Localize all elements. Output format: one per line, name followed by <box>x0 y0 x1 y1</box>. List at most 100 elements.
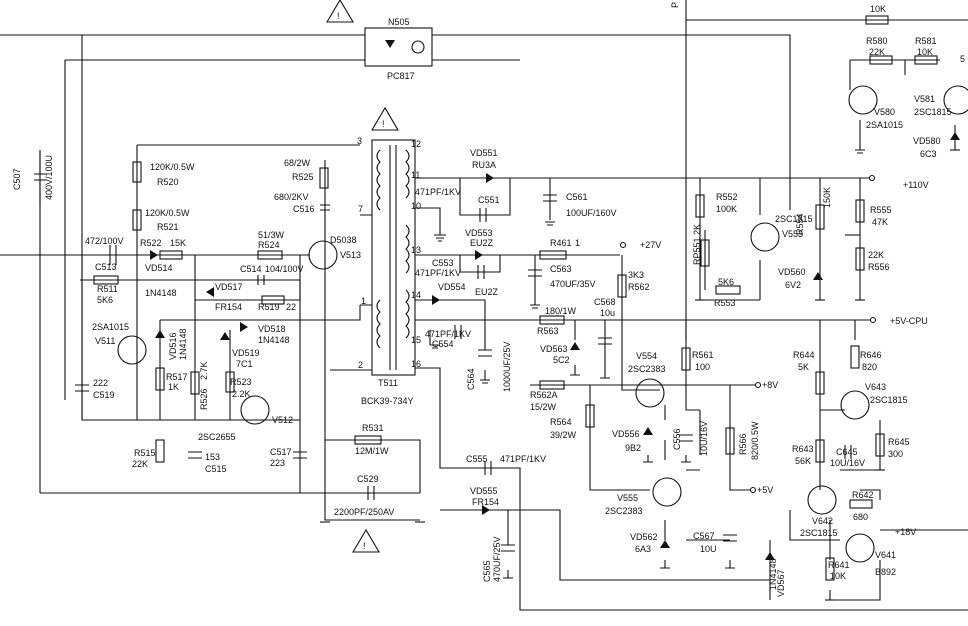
svg-text:C551: C551 <box>478 195 500 205</box>
svg-text:R531: R531 <box>362 423 384 433</box>
warning-icon: ! <box>352 528 380 553</box>
transistors <box>117 85 968 563</box>
svg-text:1N4148: 1N4148 <box>768 558 778 590</box>
svg-text:V642: V642 <box>812 516 833 526</box>
svg-text:RP551: RP551 <box>692 237 702 265</box>
svg-text:1N4148: 1N4148 <box>178 328 188 360</box>
resistor-R641 <box>825 557 835 581</box>
resistor-10K <box>865 15 889 25</box>
svg-text:VD554: VD554 <box>438 282 466 292</box>
svg-text:VD580: VD580 <box>913 136 941 146</box>
svg-text:R554: R554 <box>795 213 805 235</box>
svg-text:104/100V: 104/100V <box>265 264 304 274</box>
svg-text:51/3W: 51/3W <box>258 230 285 240</box>
svg-text:V513: V513 <box>340 250 361 260</box>
resistor-R517 <box>155 367 165 391</box>
capacitor-C561 <box>543 194 557 202</box>
transistor-V580 <box>848 85 878 115</box>
svg-text:2SA1015: 2SA1015 <box>92 322 129 332</box>
svg-text:VD567: VD567 <box>776 569 786 597</box>
svg-text:R646: R646 <box>860 350 882 360</box>
svg-text:471PF/1KV: 471PF/1KV <box>425 329 471 339</box>
svg-text:2: 2 <box>358 360 363 370</box>
svg-text:13: 13 <box>411 245 421 255</box>
resistor-R556 <box>855 247 865 271</box>
resistor-R531 <box>354 435 382 445</box>
svg-text:22K: 22K <box>132 459 148 469</box>
svg-text:120K/0.5W: 120K/0.5W <box>145 208 190 218</box>
resistor-R561 <box>681 347 691 371</box>
grounds <box>320 149 960 601</box>
resistor-R552 <box>695 194 705 218</box>
svg-text:R563: R563 <box>537 326 559 336</box>
svg-text:!: ! <box>363 541 366 551</box>
svg-text:1N4148: 1N4148 <box>145 288 177 298</box>
resistor-R581 <box>914 55 938 65</box>
svg-text:1K: 1K <box>168 382 179 392</box>
svg-text:C645: C645 <box>836 447 858 457</box>
zener-VD562 <box>660 540 670 548</box>
svg-text:VD563: VD563 <box>540 344 568 354</box>
svg-text:R520: R520 <box>157 177 179 187</box>
svg-text:2SC1815: 2SC1815 <box>800 528 838 538</box>
svg-text:223: 223 <box>270 458 285 468</box>
svg-text:180/1W: 180/1W <box>545 306 577 316</box>
svg-text:VD553: VD553 <box>465 228 493 238</box>
svg-text:680: 680 <box>853 512 868 522</box>
capacitor-C556 <box>679 434 693 442</box>
capacitor-C553 <box>477 265 485 279</box>
rail-labels: +110V +27V +5V-CPU +8V +5V +18V <box>619 174 929 537</box>
svg-text:RU3A: RU3A <box>472 160 496 170</box>
svg-text:100K: 100K <box>716 204 737 214</box>
potentiometer-RP551 <box>700 239 710 267</box>
resistor-R562 <box>617 274 627 298</box>
svg-text:10K: 10K <box>917 47 933 57</box>
rail-8v: +8V <box>762 380 778 390</box>
svg-text:R517: R517 <box>166 372 188 382</box>
resistor-R563 <box>539 315 565 325</box>
svg-text:6V2: 6V2 <box>785 280 801 290</box>
diode-VD555 <box>482 505 490 515</box>
svg-text:400V/100U: 400V/100U <box>44 155 54 200</box>
svg-text:V512: V512 <box>272 415 293 425</box>
zener-VD563 <box>570 342 580 350</box>
svg-text:P: P <box>670 2 680 8</box>
resistor-R526 <box>190 371 200 395</box>
svg-text:100: 100 <box>695 362 710 372</box>
zener-VD556 <box>643 427 653 435</box>
capacitors <box>34 150 852 552</box>
svg-text:C529: C529 <box>357 474 379 484</box>
svg-text:1000UF/25V: 1000UF/25V <box>502 341 512 392</box>
svg-text:10: 10 <box>411 201 421 211</box>
svg-text:222: 222 <box>93 378 108 388</box>
svg-text:2SC1815: 2SC1815 <box>775 214 813 224</box>
svg-text:820: 820 <box>862 362 877 372</box>
svg-text:10K: 10K <box>830 571 846 581</box>
diodes <box>150 132 960 560</box>
capacitor-C513 <box>109 245 117 265</box>
transformer-T511 <box>371 139 416 376</box>
diode-VD516 <box>155 330 165 338</box>
svg-text:3K3: 3K3 <box>628 270 644 280</box>
transistor-V643 <box>840 390 870 420</box>
resistor-R525 <box>319 167 329 189</box>
warning-icon: ! <box>371 106 399 131</box>
svg-text:6A3: 6A3 <box>635 544 651 554</box>
svg-text:2K: 2K <box>692 224 702 235</box>
svg-text:10K: 10K <box>870 4 886 14</box>
svg-text:R561: R561 <box>692 350 714 360</box>
svg-text:R521: R521 <box>157 222 179 232</box>
svg-text:153: 153 <box>205 452 220 462</box>
diode-VD553 <box>475 250 483 260</box>
label-T511: T511 <box>378 378 398 388</box>
resistor-R555 <box>855 199 865 223</box>
svg-text:FR154: FR154 <box>472 497 499 507</box>
svg-text:120K/0.5W: 120K/0.5W <box>150 162 195 172</box>
optocoupler-N505 <box>364 27 433 67</box>
svg-text:VD551: VD551 <box>470 148 498 158</box>
transistor-V555 <box>652 477 682 507</box>
svg-text:2SC1815: 2SC1815 <box>870 395 908 405</box>
svg-text:VD514: VD514 <box>145 263 173 273</box>
svg-text:472/100V: 472/100V <box>85 236 124 246</box>
